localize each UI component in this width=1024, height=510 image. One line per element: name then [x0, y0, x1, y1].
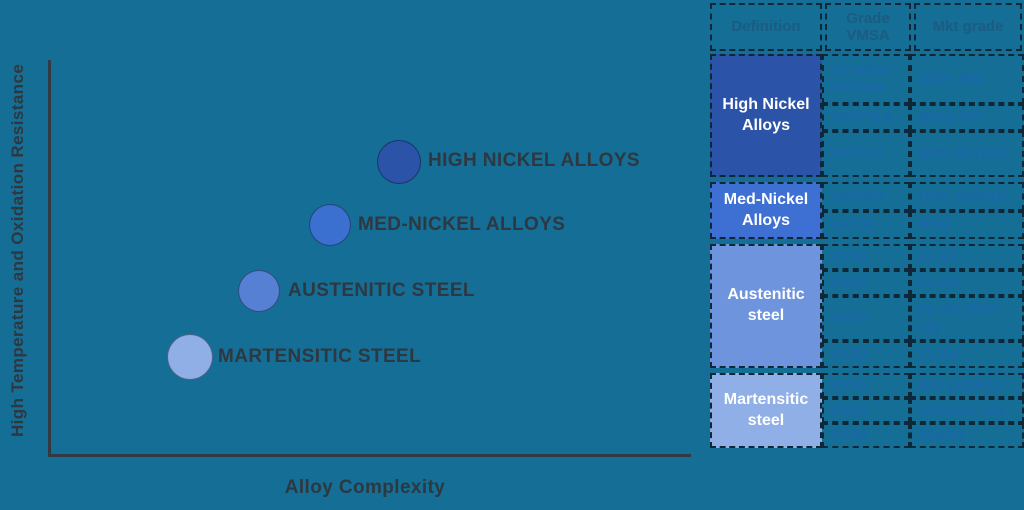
header-grade-vmsa: Grade VMSA [825, 3, 911, 51]
mkt-grade-cell: UNS S66315 [910, 182, 1024, 211]
mkt-grade-cell: SUH11 [910, 423, 1024, 448]
bubble-high-nickel-alloys [377, 140, 421, 184]
definition-cell-med-nickel: Med-Nickel Alloys [710, 182, 822, 239]
table-row: VV50 21-43 [822, 244, 1024, 270]
table-group-austenitic: Austenitic steel VV50 21-43 VV56 21-2N V… [710, 244, 1024, 368]
grade-cell: VV85 [822, 398, 910, 423]
header-definition: Definition [710, 3, 822, 51]
mkt-grade-cell: 21-4N (SUH 35) [910, 296, 1024, 341]
x-axis-label: Alloy Complexity [284, 477, 446, 498]
table-row: VV53 21-4N (SUH 35) [822, 296, 1024, 341]
grade-cell: VV53 [822, 296, 910, 341]
grade-cell: VV45 [822, 373, 910, 398]
grade-cell: VAT30A [822, 182, 910, 211]
table-row: VAT30A UNS S66315 [822, 182, 1024, 211]
grade-cell: VV50 [822, 244, 910, 270]
table-row: VV56 21-2N [822, 270, 1024, 296]
x-axis-line [48, 454, 691, 457]
grade-cell: VVN80A/ VAT80A [822, 54, 910, 104]
bubble-austenitic-steel [238, 270, 280, 312]
table-row: VV48 SUH11 [822, 423, 1024, 448]
mkt-grade-cell: 21-43 [910, 244, 1024, 270]
bubble-martensitic-steel [167, 334, 213, 380]
group-rows: VAT30A UNS S66315 VAT36 Ni36 [822, 182, 1024, 239]
table-group-martensitic: Martensitic steel VV45 Sil1 (SUH1) VV85 … [710, 373, 1024, 448]
mkt-grade-cell: 21-2N [910, 270, 1024, 296]
mkt-grade-cell: Sil1 (SUH1) [910, 373, 1024, 398]
mkt-grade-cell: Chromo 193 [910, 398, 1024, 423]
definition-cell-austenitic: Austenitic steel [710, 244, 822, 368]
grades-table: Definition Grade VMSA Mkt grade High Nic… [710, 3, 1024, 453]
definition-cell-martensitic: Martensitic steel [710, 373, 822, 448]
definition-cell-high-nickel: High Nickel Alloys [710, 54, 822, 177]
table-group-high-nickel: High Nickel Alloys VVN80A/ VAT80A Alloy … [710, 54, 1024, 177]
bubble-label-med-nickel-alloys: MED-NICKEL ALLOYS [358, 214, 566, 235]
grade-cell: VAT31V [822, 131, 910, 177]
group-rows: VV50 21-43 VV56 21-2N VV53 21-4N (SUH 35… [822, 244, 1024, 368]
table-row: VAT36 Ni36 [822, 211, 1024, 239]
group-rows: VV45 Sil1 (SUH1) VV85 Chromo 193 VV48 SU… [822, 373, 1024, 448]
mkt-grade-cell: Ni36 [910, 211, 1024, 239]
header-mkt-grade: Mkt grade [914, 3, 1022, 51]
table-row: VVN80A/ VAT80A Alloy 80A [822, 54, 1024, 104]
table-header-row: Definition Grade VMSA Mkt grade [710, 3, 1024, 51]
mkt-grade-cell: 21-8N [910, 341, 1024, 368]
group-rows: VVN80A/ VAT80A Alloy 80A VAT751A Alloy 7… [822, 54, 1024, 177]
bubble-label-martensitic-steel: MARTENSITIC STEEL [218, 346, 422, 367]
y-axis-line [48, 60, 51, 457]
grade-cell: VV56 [822, 270, 910, 296]
bubble-label-austenitic-steel: AUSTENITIC STEEL [288, 280, 475, 301]
grade-cell: VV33 [822, 341, 910, 368]
table-row: VAT751A Alloy 751 [822, 104, 1024, 131]
y-axis-label: High Temperature and Oxidation Resistanc… [8, 63, 27, 437]
mkt-grade-cell: Alloy 80A [910, 54, 1024, 104]
table-row: VV45 Sil1 (SUH1) [822, 373, 1024, 398]
grade-cell: VV48 [822, 423, 910, 448]
bubble-label-high-nickel-alloys: HIGH NICKEL ALLOYS [428, 150, 640, 171]
mkt-grade-cell: Alloy 751 [910, 104, 1024, 131]
table-group-med-nickel: Med-Nickel Alloys VAT30A UNS S66315 VAT3… [710, 182, 1024, 239]
bubble-med-nickel-alloys [309, 204, 351, 246]
table-row: VV33 21-8N [822, 341, 1024, 368]
mkt-grade-cell: UNS N07032 [910, 131, 1024, 177]
grade-cell: VAT36 [822, 211, 910, 239]
table-row: VV85 Chromo 193 [822, 398, 1024, 423]
table-row: VAT31V UNS N07032 [822, 131, 1024, 177]
grade-cell: VAT751A [822, 104, 910, 131]
